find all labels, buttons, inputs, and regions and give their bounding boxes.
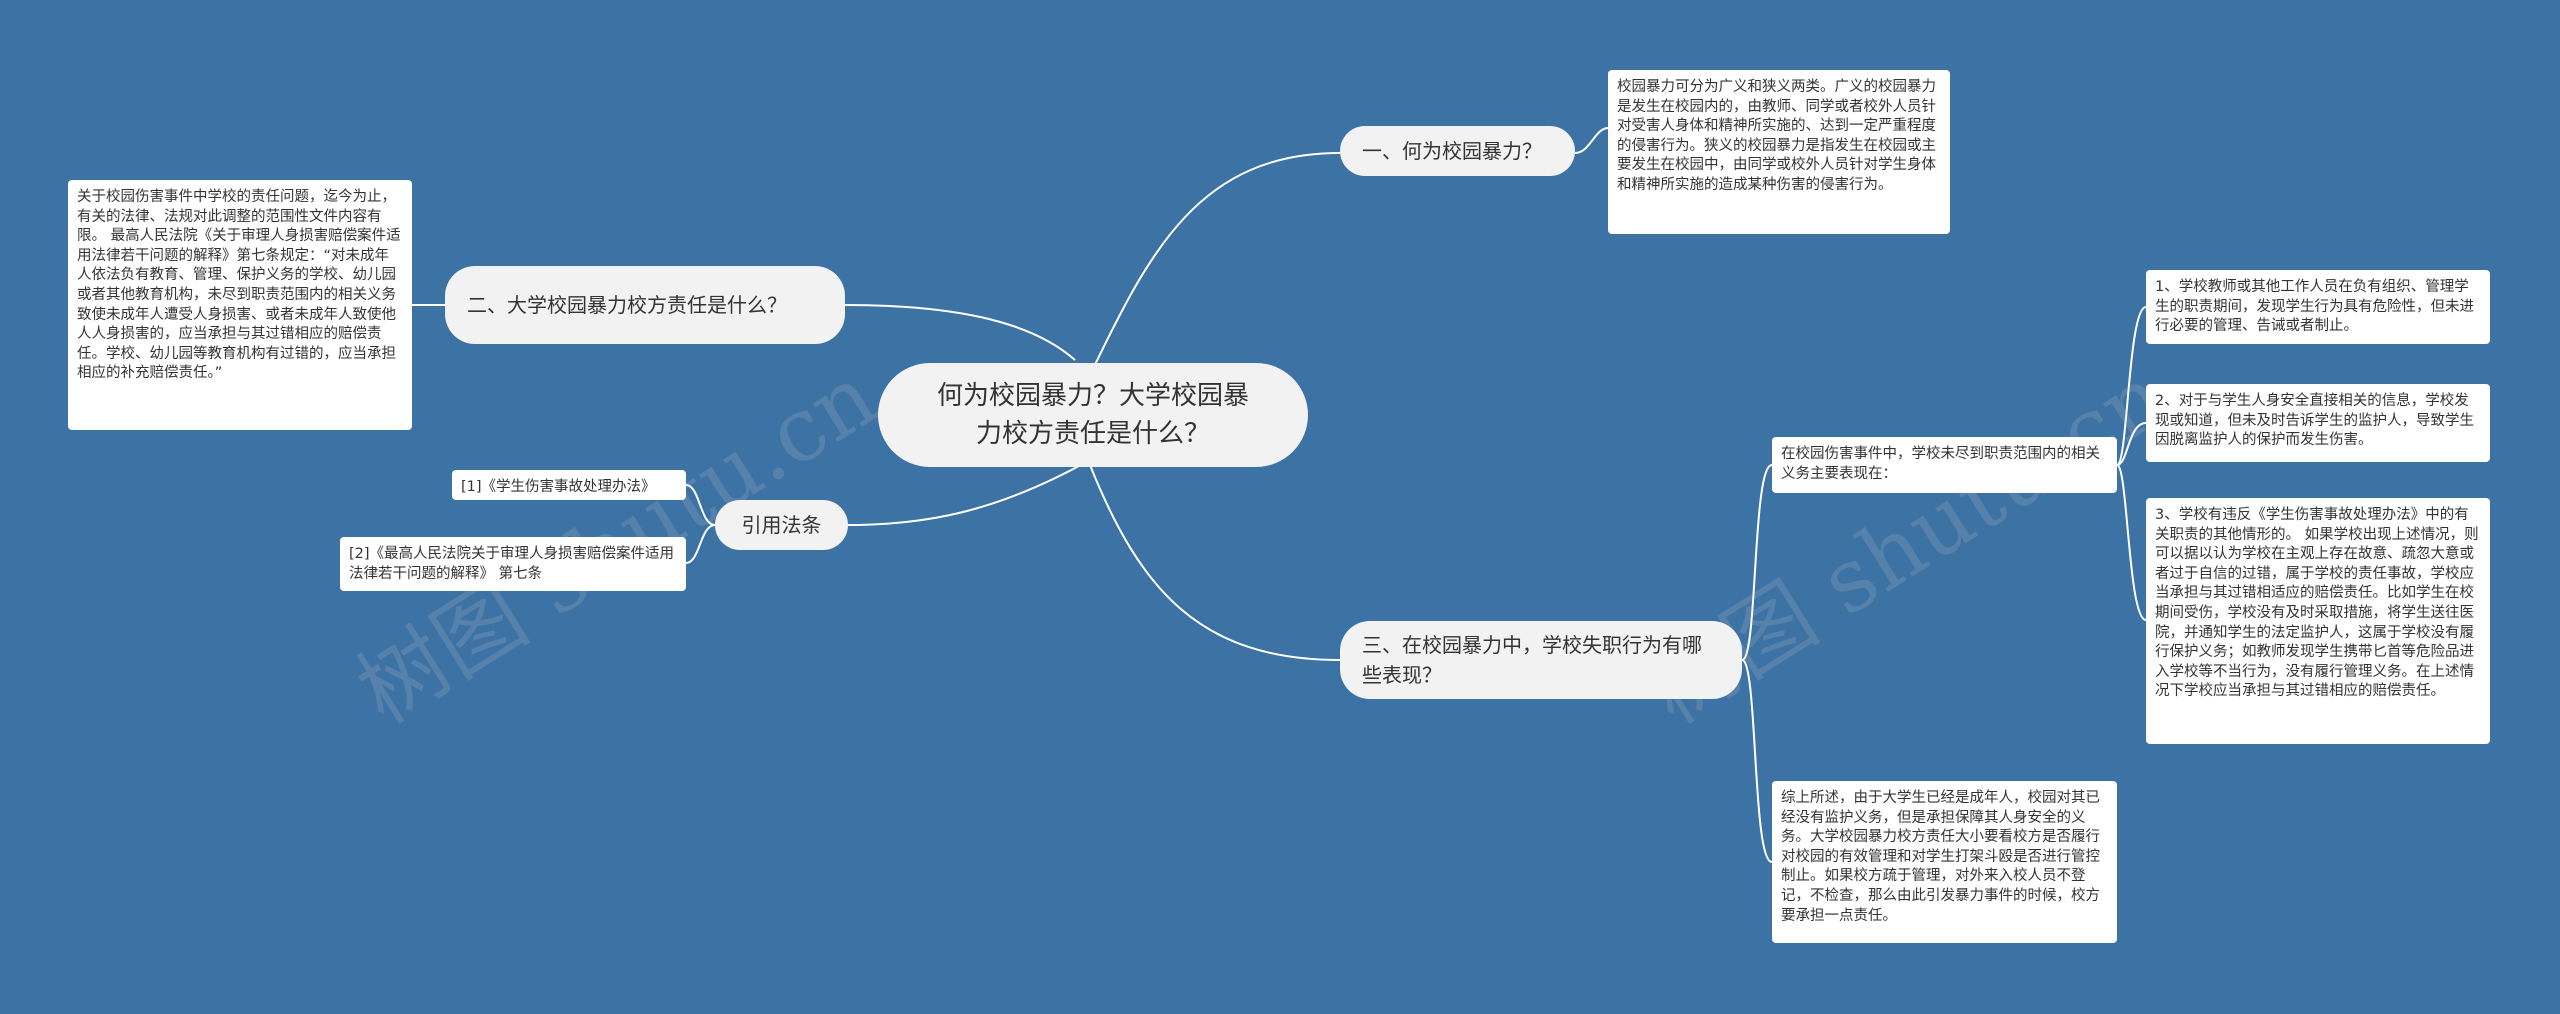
link-duty-d2 (2116, 422, 2147, 466)
link-b3-sum (1741, 659, 1773, 863)
leaf-duty-3: 3、学校有违反《学生伤害事故处理办法》中的有关职责的其他情形的。 如果学校出现上… (2146, 498, 2490, 744)
link-b1-def (1574, 127, 1609, 154)
leaf-duty-2: 2、对于与学生人身安全直接相关的信息，学校发现或知道，但未及时告诉学生的监护人，… (2146, 384, 2490, 462)
leaf-liability-text: 关于校园伤害事件中学校的责任问题，迄今为止，有关的法律、法规对此调整的范围性文件… (68, 180, 412, 430)
branch-cited-laws[interactable]: 引用法条 (715, 500, 848, 550)
link-root-b2 (844, 304, 1076, 361)
link-root-b3 (1089, 464, 1341, 661)
leaf-summary: 综上所述，由于大学生已经是成年人，校园对其已经没有监护义务，但是承担保障其人身安… (1772, 781, 2117, 943)
branch-school-liability[interactable]: 二、大学校园暴力校方责任是什么？ (445, 266, 845, 344)
link-duty-d1 (2116, 306, 2147, 466)
link-duty-d3 (2116, 464, 2147, 621)
leaf-law-1: [1]《学生伤害事故处理办法》 (452, 470, 686, 500)
leaf-definition: 校园暴力可分为广义和狭义两类。广义的校园暴力是发生在校园内的，由教师、同学或者校… (1608, 70, 1950, 234)
leaf-law-2: [2]《最高人民法院关于审理人身损害赔偿案件适用法律若干问题的解释》 第七条 (340, 537, 686, 591)
link-root-b1 (1089, 152, 1341, 376)
leaf-duty-intro: 在校园伤害事件中，学校未尽到职责范围内的相关义务主要表现在： (1772, 437, 2117, 493)
link-b3-duty (1741, 464, 1773, 661)
link-root-b4 (847, 459, 1091, 526)
root-topic[interactable]: 何为校园暴力？大学校园暴力校方责任是什么？ (878, 363, 1308, 467)
leaf-duty-1: 1、学校教师或其他工作人员在负有组织、管理学生的职责期间，发现学生行为具有危险性… (2146, 270, 2490, 344)
branch-what-is-campus-violence[interactable]: 一、何为校园暴力？ (1340, 126, 1575, 176)
branch-school-negligence[interactable]: 三、在校园暴力中，学校失职行为有哪些表现？ (1340, 621, 1742, 699)
link-b4-law1 (685, 484, 716, 526)
link-b4-law2 (685, 524, 716, 564)
